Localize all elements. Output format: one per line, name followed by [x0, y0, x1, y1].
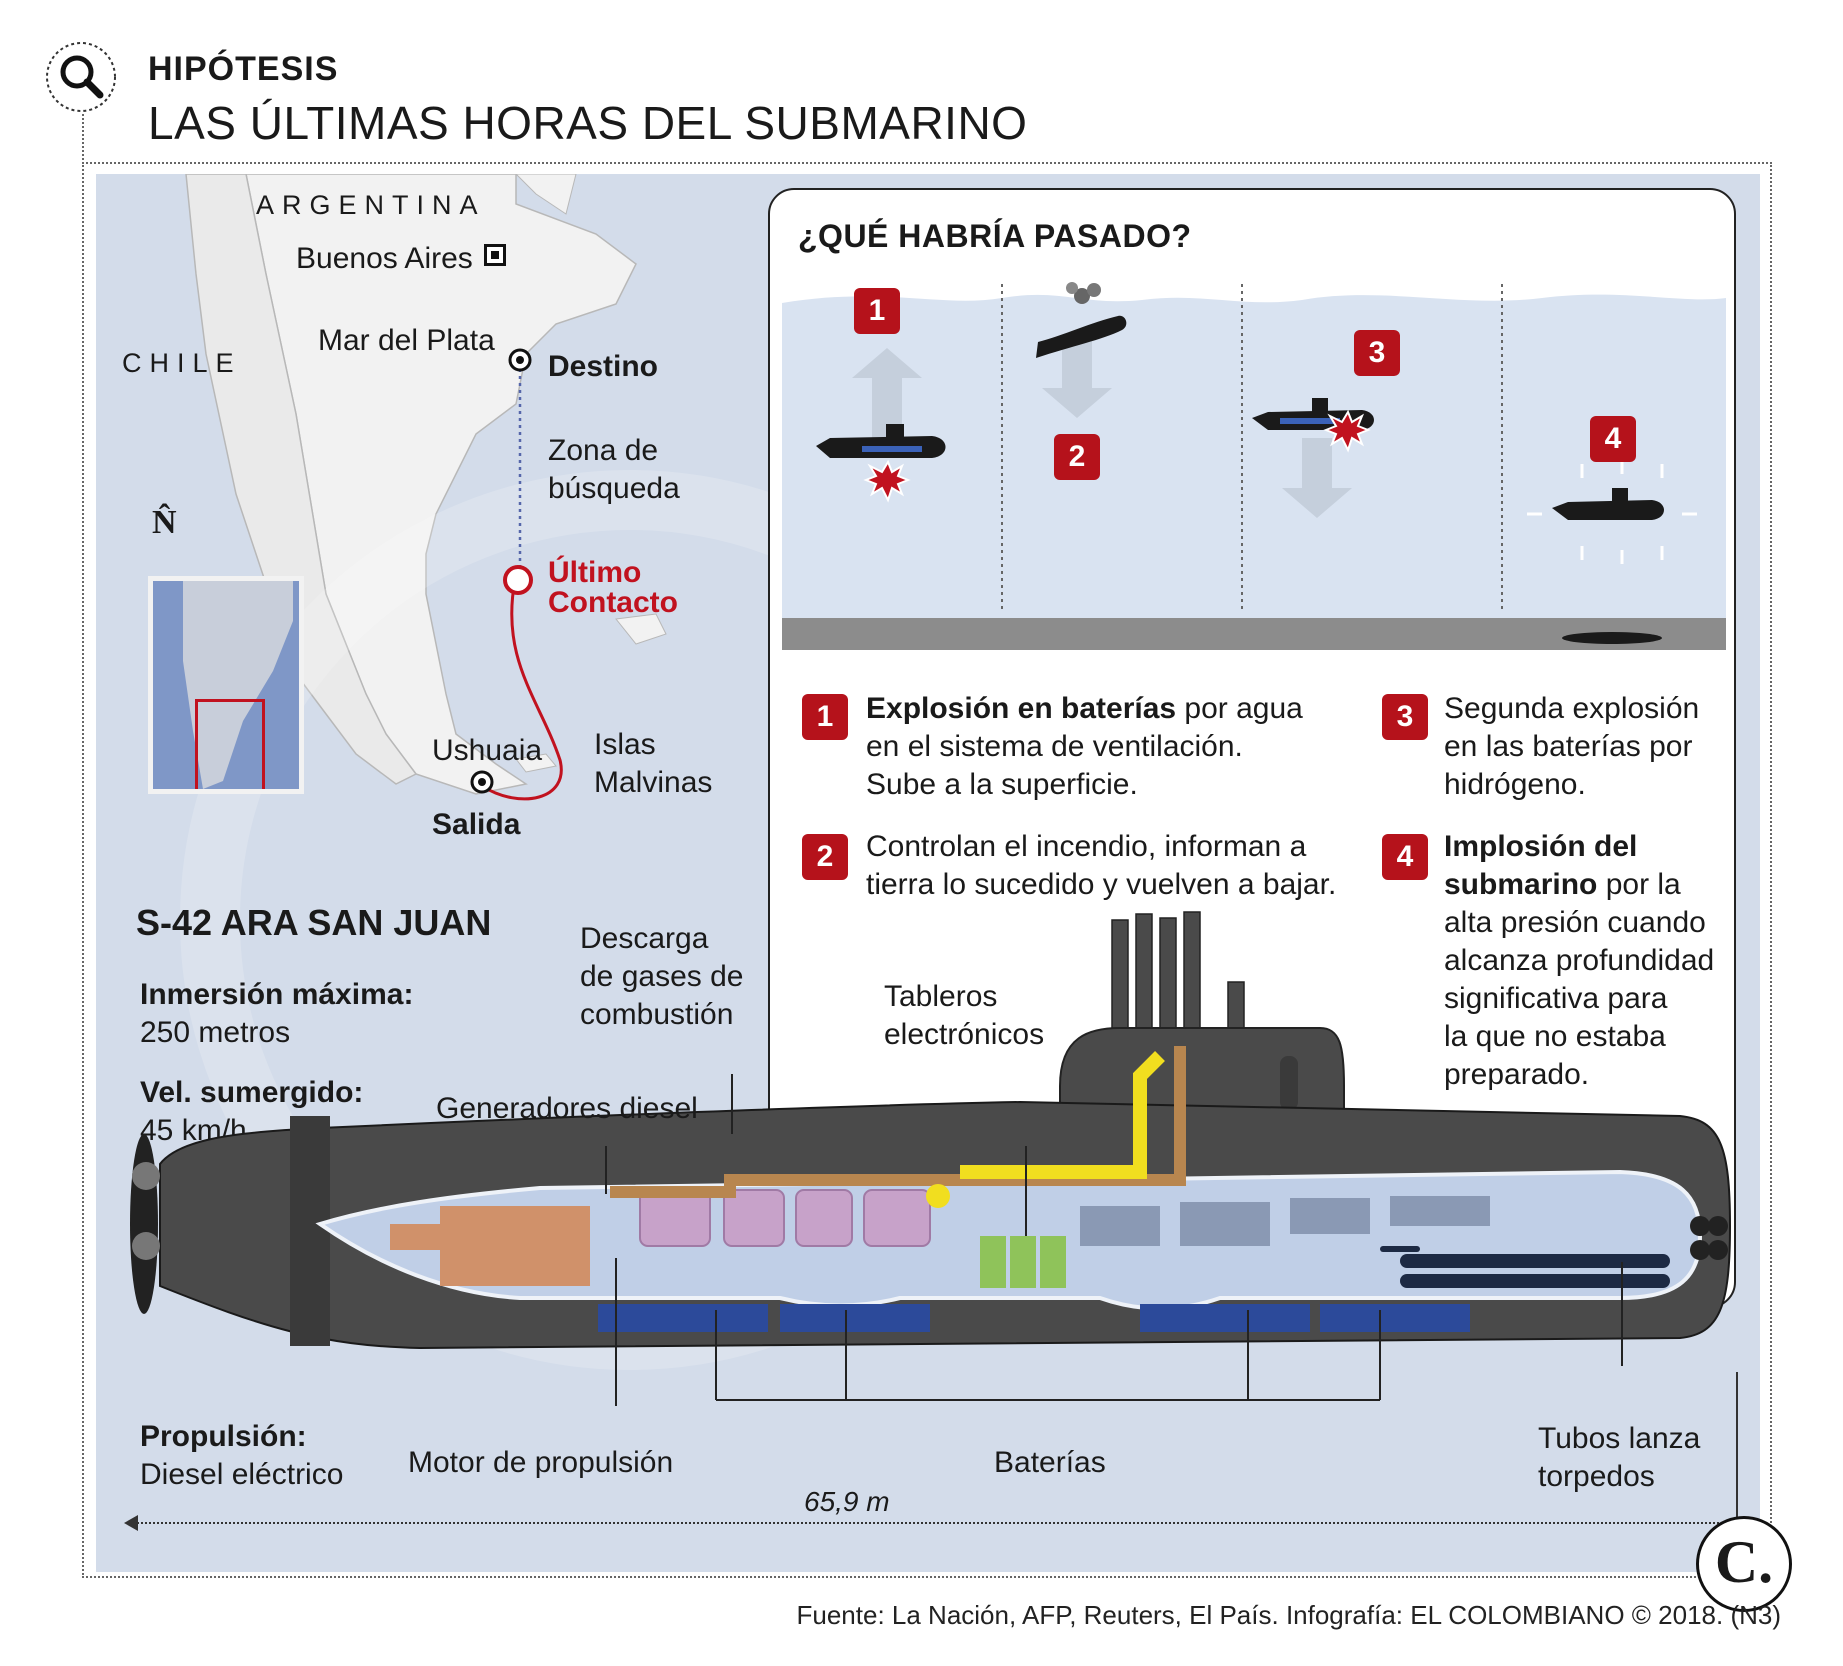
last-contact-label-2: Contacto — [548, 586, 678, 619]
page-title: LAS ÚLTIMAS HORAS DEL SUBMARINO — [148, 97, 1028, 149]
step-4-line-4: alcanza profundidad — [1444, 944, 1715, 977]
scene-badge-3: 3 — [1354, 330, 1400, 376]
step-4-line-5: significativa para — [1444, 982, 1668, 1015]
step-1-rest: por agua — [1176, 692, 1303, 725]
panels-label-1: Tableros — [884, 980, 998, 1013]
panel-title: ¿QUÉ HABRÍA PASADO? — [798, 218, 1192, 254]
city-ushuaia: Ushuaia — [432, 734, 543, 767]
islands-label-2: Malvinas — [594, 766, 713, 799]
submarine-cutaway — [130, 911, 1732, 1406]
departure-label: Salida — [432, 808, 521, 841]
step-4-line-3: alta presión cuando — [1444, 906, 1706, 939]
step-4-rest-2: por la — [1597, 868, 1681, 901]
inset-highlight-box — [195, 699, 265, 789]
scene-badge-2: 2 — [1054, 434, 1100, 480]
islands-label-1: Islas — [594, 728, 656, 761]
length-label: 65,9 m — [804, 1486, 890, 1517]
step-3-line-3: hidrógeno. — [1444, 768, 1586, 801]
step-3-text: Segunda explosión en las baterías por hi… — [1444, 690, 1699, 804]
torpedo-label-1: Tubos lanza — [1538, 1422, 1701, 1455]
exhaust-label-2: de gases de — [580, 960, 744, 993]
step-3-line-2: en las baterías por — [1444, 730, 1693, 763]
country-label-chile: CHILE — [122, 348, 242, 378]
panels-label-2: electrónicos — [884, 1018, 1045, 1051]
scene-badge-4: 4 — [1590, 416, 1636, 462]
batteries-label: Baterías — [994, 1446, 1106, 1479]
route-map — [470, 348, 563, 801]
destination-label: Destino — [548, 350, 659, 383]
kicker: HIPÓTESIS — [148, 50, 339, 88]
max-depth-value: 250 metros — [140, 1016, 291, 1049]
search-zone-label-2: búsqueda — [548, 472, 680, 505]
header-divider — [82, 114, 84, 164]
infographic-frame — [82, 162, 1772, 1578]
step-1-bold: Explosión en baterías — [866, 692, 1177, 725]
city-mar-del-plata: Mar del Plata — [318, 324, 495, 357]
step-badge-3: 3 — [1382, 694, 1428, 740]
torpedo-label-2: torpedos — [1538, 1460, 1655, 1493]
step-1-line-3: Sube a la superficie. — [866, 768, 1138, 801]
step-1-line-2: en el sistema de ventilación. — [866, 730, 1243, 763]
length-end-tick — [1736, 1372, 1738, 1524]
country-label-argentina: ARGENTINA — [256, 190, 486, 220]
scene-badge-1: 1 — [854, 288, 900, 334]
inset-map — [148, 576, 304, 794]
exhaust-label-3: combustión — [580, 998, 734, 1031]
step-2-line-1: Controlan el incendio, informan a — [866, 830, 1307, 863]
motor-label: Motor de propulsión — [408, 1446, 674, 1479]
step-badge-4: 4 — [1382, 834, 1428, 880]
propulsion-label: Propulsión: — [140, 1420, 307, 1453]
submarine-name: S-42 ARA SAN JUAN — [136, 902, 492, 943]
step-4-bold-2: submarino — [1444, 868, 1598, 901]
step-badge-2: 2 — [802, 834, 848, 880]
generators-label: Generadores diesel — [436, 1092, 698, 1125]
step-1-text: Explosión en baterías por agua en el sis… — [866, 690, 1303, 804]
step-4-bold-1: Implosión del — [1444, 830, 1638, 863]
search-zone-label-1: Zona de — [548, 434, 659, 467]
last-contact-label-1: Último — [548, 556, 642, 589]
source-credit: Fuente: La Nación, AFP, Reuters, El País… — [796, 1600, 1782, 1630]
arrow-left-icon — [124, 1515, 138, 1531]
step-badge-1: 1 — [802, 694, 848, 740]
step-2-text: Controlan el incendio, informan a tierra… — [866, 828, 1336, 904]
step-4-line-7: preparado. — [1444, 1058, 1590, 1091]
north-arrow-icon: N̂ — [152, 504, 177, 541]
speed-label: Vel. sumergido: — [140, 1076, 364, 1109]
propulsion-value: Diesel eléctrico — [140, 1458, 344, 1491]
step-2-line-2: tierra lo sucedido y vuelven a bajar. — [866, 868, 1337, 901]
submarine-icon-1 — [816, 424, 946, 458]
scenario-scene: 1 2 3 4 — [782, 278, 1726, 650]
city-buenos-aires: Buenos Aires — [296, 242, 473, 275]
capital-marker-icon — [484, 244, 506, 266]
search-icon — [44, 40, 118, 114]
step-4-line-6: la que no estaba — [1444, 1020, 1666, 1053]
step-4-text: Implosión del submarino por la alta pres… — [1444, 828, 1714, 1094]
length-line — [130, 1522, 1738, 1524]
exhaust-label-1: Descarga — [580, 922, 709, 955]
step-3-line-1: Segunda explosión — [1444, 692, 1700, 725]
publisher-logo: C. — [1696, 1516, 1792, 1612]
max-depth-label: Inmersión máxima: — [140, 978, 414, 1011]
